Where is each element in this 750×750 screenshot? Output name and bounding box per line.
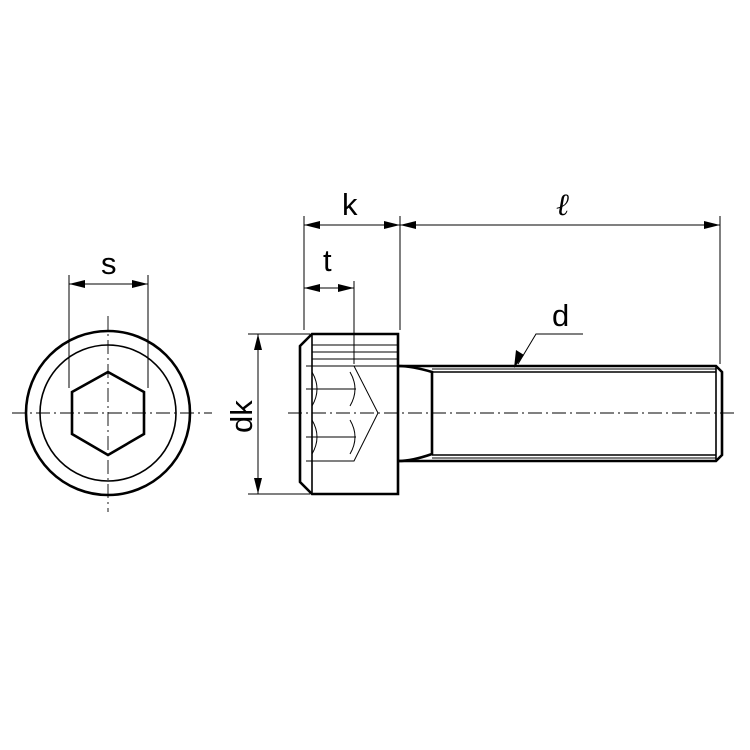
- hex-socket: [70, 370, 146, 457]
- t-arrow-left: [304, 284, 320, 292]
- dk-arrow-bottom: [254, 478, 262, 494]
- socket-curve: [311, 419, 318, 455]
- s-arrow-right: [132, 280, 148, 288]
- head-outer-circle: [24, 329, 192, 497]
- socket-curve: [311, 371, 318, 407]
- dk-label: dk: [224, 400, 259, 433]
- end-view: s: [12, 246, 212, 512]
- head-inner-circle: [39, 344, 177, 482]
- l-arrow-left: [400, 221, 416, 229]
- s-arrow-left: [69, 280, 85, 288]
- s-label: s: [101, 246, 117, 281]
- dk-arrow-top: [254, 334, 262, 350]
- neck-fillet: [397, 364, 434, 463]
- socket-curve: [349, 371, 356, 407]
- screw-head: [298, 332, 400, 496]
- l-label: ℓ: [556, 187, 569, 222]
- k-label: k: [342, 187, 358, 222]
- k-arrow-left: [304, 221, 320, 229]
- screw-shank: [398, 364, 724, 463]
- t-label: t: [323, 243, 332, 278]
- socket-curve: [349, 419, 356, 455]
- d-leader-line: [517, 333, 583, 365]
- t-arrow-right: [338, 284, 354, 292]
- side-view: k ℓ t dk d: [224, 187, 735, 496]
- l-arrow-right: [704, 221, 720, 229]
- k-arrow-right: [384, 221, 400, 229]
- d-label: d: [552, 298, 569, 333]
- d-leader-arrow: [514, 350, 524, 368]
- socket-profile: [306, 365, 379, 462]
